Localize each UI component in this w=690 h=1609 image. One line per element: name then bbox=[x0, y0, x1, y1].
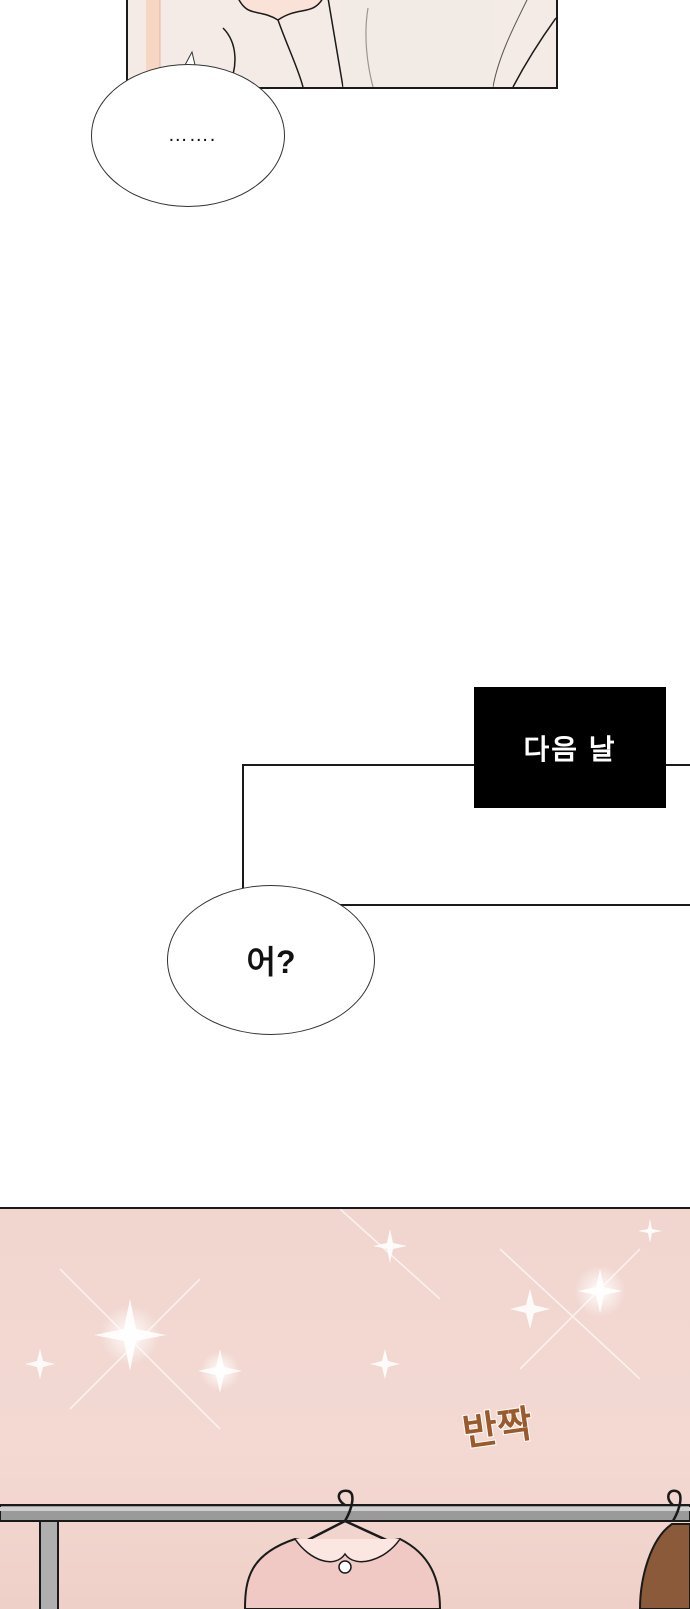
speech-text: 어? bbox=[246, 944, 296, 980]
sfx-text: 반짝 bbox=[459, 1400, 536, 1455]
bottom-panel-art bbox=[0, 1209, 690, 1609]
sfx-sparkle: 반짝 bbox=[459, 1392, 536, 1456]
caption-text: 다음 날 bbox=[523, 733, 617, 765]
bottom-panel bbox=[0, 1207, 690, 1609]
speech-text: ……. bbox=[167, 124, 217, 146]
caption-box: 다음 날 bbox=[474, 687, 666, 808]
speech-bubble-ellipsis: ……. bbox=[91, 64, 285, 207]
speech-bubble-eo: 어? bbox=[167, 885, 375, 1035]
top-panel bbox=[126, 0, 558, 89]
